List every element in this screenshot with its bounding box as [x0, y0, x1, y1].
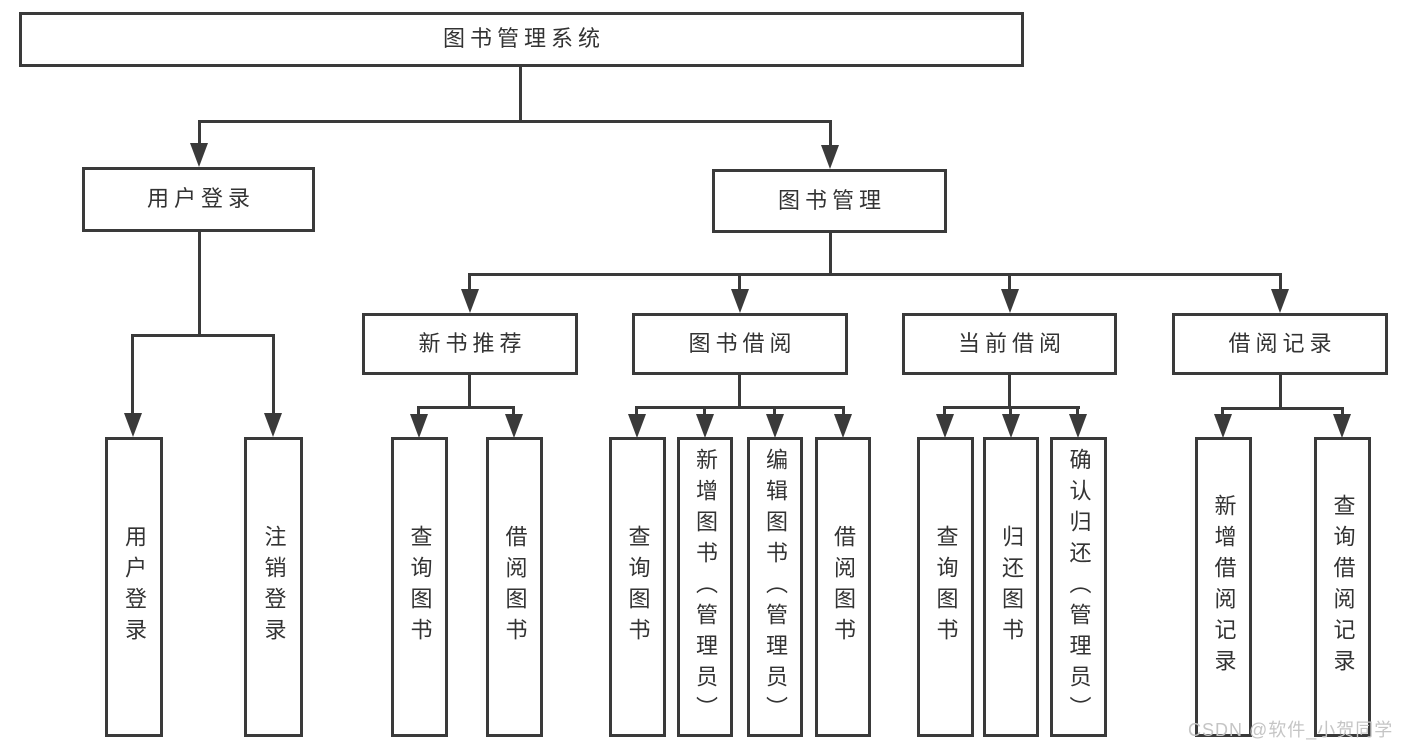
leaf-query-books-recommend-label: 查询图书 — [407, 525, 433, 649]
edge-hline — [131, 334, 275, 337]
leaf-query-borrow-record: 查询借阅记录 — [1314, 437, 1371, 737]
leaf-return-books-label: 归还图书 — [999, 525, 1024, 649]
edge-vline — [635, 406, 638, 418]
edge-vline — [943, 406, 946, 418]
leaf-return-books: 归还图书 — [983, 437, 1039, 737]
arrowhead — [124, 413, 142, 437]
arrowhead — [505, 414, 523, 438]
edge-vline — [1008, 373, 1011, 406]
edge-vline — [1008, 273, 1011, 291]
leaf-confirm-return-admin-label: 确认归还（管理员） — [1066, 447, 1092, 727]
edge-vline — [1076, 406, 1079, 418]
leaf-confirm-return-admin: 确认归还（管理员） — [1050, 437, 1107, 737]
leaf-query-books-recommend: 查询图书 — [391, 437, 448, 737]
arrowhead — [1333, 414, 1351, 438]
edge-vline — [1009, 406, 1012, 418]
leaf-user-login-label: 用户登录 — [122, 525, 147, 649]
arrowhead — [1069, 414, 1087, 438]
node-book-management-label: 图书管理 — [777, 187, 886, 213]
edge-vline — [198, 120, 201, 146]
watermark: CSDN @软件_小贺同学 — [1188, 720, 1394, 740]
node-new-book-recommend-label: 新书推荐 — [418, 330, 527, 356]
leaf-borrow-books-recommend-label: 借阅图书 — [502, 525, 528, 649]
leaf-add-borrow-record-label: 新增借阅记录 — [1211, 494, 1237, 680]
edge-vline — [512, 406, 515, 418]
arrowhead — [731, 289, 749, 313]
edge-vline — [272, 334, 275, 416]
edge-vline — [417, 406, 420, 418]
edge-vline — [829, 120, 832, 148]
arrowhead — [410, 414, 428, 438]
edge-hline — [198, 120, 832, 123]
node-book-management: 图书管理 — [712, 169, 947, 233]
leaf-query-books-current-label: 查询图书 — [933, 525, 959, 649]
arrowhead — [696, 414, 714, 438]
node-borrowing-records: 借阅记录 — [1172, 313, 1388, 375]
node-book-borrowing-label: 图书借阅 — [688, 330, 797, 356]
node-current-borrowing: 当前借阅 — [902, 313, 1117, 375]
leaf-logout: 注销登录 — [244, 437, 303, 737]
edge-vline — [703, 406, 706, 418]
node-user-login-label: 用户登录 — [146, 186, 255, 212]
edge-hline — [468, 273, 1282, 276]
edge-vline — [1279, 373, 1282, 407]
arrowhead — [1214, 414, 1232, 438]
node-book-borrowing: 图书借阅 — [632, 313, 848, 375]
leaf-edit-books-admin: 编辑图书（管理员） — [747, 437, 803, 737]
edge-hline — [417, 406, 515, 409]
edge-vline — [468, 373, 471, 406]
edge-hline — [1221, 407, 1344, 410]
node-new-book-recommend: 新书推荐 — [362, 313, 578, 375]
arrowhead — [190, 143, 208, 167]
leaf-user-login: 用户登录 — [105, 437, 163, 737]
leaf-borrow-books: 借阅图书 — [815, 437, 871, 737]
edge-vline — [131, 334, 134, 416]
leaf-query-borrow-record-label: 查询借阅记录 — [1330, 494, 1356, 680]
arrowhead — [834, 414, 852, 438]
node-current-borrowing-label: 当前借阅 — [957, 330, 1066, 356]
arrowhead — [1002, 414, 1020, 438]
edge-vline — [468, 273, 471, 291]
leaf-query-books-borrowing: 查询图书 — [609, 437, 666, 737]
edge-vline — [829, 231, 832, 273]
leaf-edit-books-admin-label: 编辑图书（管理员） — [763, 447, 788, 727]
node-library-system: 图书管理系统 — [19, 12, 1024, 67]
edge-vline — [198, 230, 201, 334]
leaf-query-books-borrowing-label: 查询图书 — [625, 525, 651, 649]
arrowhead — [821, 145, 839, 169]
edge-vline — [519, 65, 522, 121]
node-borrowing-records-label: 借阅记录 — [1228, 330, 1337, 356]
edge-vline — [773, 406, 776, 418]
leaf-query-books-current: 查询图书 — [917, 437, 974, 737]
arrowhead — [766, 414, 784, 438]
leaf-borrow-books-recommend: 借阅图书 — [486, 437, 543, 737]
arrowhead — [1001, 289, 1019, 313]
node-user-login: 用户登录 — [82, 167, 315, 232]
edge-vline — [1279, 273, 1282, 291]
edge-vline — [1341, 407, 1344, 418]
edge-vline — [842, 406, 845, 418]
leaf-add-books-admin-label: 新增图书（管理员） — [693, 447, 718, 727]
node-library-system-label: 图书管理系统 — [442, 26, 605, 52]
leaf-add-borrow-record: 新增借阅记录 — [1195, 437, 1252, 737]
arrowhead — [264, 413, 282, 437]
arrowhead — [936, 414, 954, 438]
edge-vline — [738, 373, 741, 406]
arrowhead — [1271, 289, 1289, 313]
edge-vline — [1221, 407, 1224, 418]
arrowhead — [628, 414, 646, 438]
arrowhead — [461, 289, 479, 313]
leaf-logout-label: 注销登录 — [261, 525, 287, 649]
edge-vline — [738, 273, 741, 291]
edge-hline — [635, 406, 845, 409]
leaf-borrow-books-label: 借阅图书 — [831, 525, 856, 649]
leaf-add-books-admin: 新增图书（管理员） — [677, 437, 733, 737]
